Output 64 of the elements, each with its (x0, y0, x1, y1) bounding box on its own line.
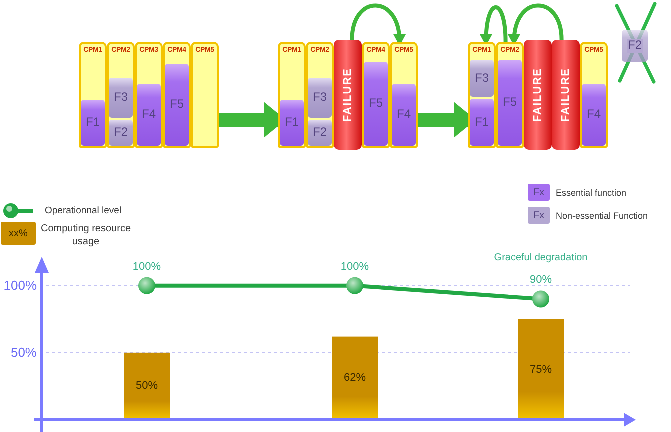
legend-text: Non-essential Function (556, 210, 648, 220)
legend-sample-text: xx% (9, 228, 28, 239)
failure-label: FAILURE (532, 68, 544, 122)
legend-text: Operationnal level (45, 206, 122, 216)
function-label: F3 (114, 91, 128, 105)
function-label: F5 (368, 97, 383, 111)
function-block (470, 60, 494, 97)
module-column (278, 42, 306, 148)
failure-column (552, 40, 580, 150)
function-block (109, 120, 133, 146)
module-column (79, 42, 107, 148)
point-value-label: 90% (530, 274, 552, 286)
function-block (308, 120, 332, 146)
function-block (470, 99, 494, 146)
legend-text: Essential function (556, 188, 627, 198)
module-column (468, 42, 496, 148)
point-value-label: 100% (340, 260, 370, 273)
function-block (582, 84, 606, 146)
legend-sample-text: Fx (533, 210, 545, 221)
function-label: F1 (284, 116, 299, 130)
module-column (496, 42, 524, 148)
tick-label: 50% (10, 344, 37, 361)
function-block (364, 62, 388, 146)
function-block (308, 78, 332, 118)
bar-value-label: 62% (344, 372, 366, 384)
function-block (81, 100, 105, 146)
module-column (191, 42, 219, 148)
function-label: F1 (474, 116, 489, 130)
point-value-label: 100% (132, 260, 162, 273)
module-column (390, 42, 418, 148)
module-column (107, 42, 135, 148)
function-block (137, 84, 161, 146)
module-column (135, 42, 163, 148)
failure-column (524, 40, 552, 150)
annotation-text: Graceful degradation (494, 252, 588, 264)
failure-label: FAILURE (560, 68, 572, 122)
failure-column (334, 40, 362, 150)
module-column (362, 42, 390, 148)
legend-text: Computing resource usage (40, 224, 132, 248)
bar-value-label: 50% (136, 380, 158, 392)
function-block (622, 30, 648, 62)
bar-value-label: 75% (530, 364, 552, 376)
module-column (306, 42, 334, 148)
function-block (392, 84, 416, 146)
function-label: F3 (312, 91, 327, 105)
function-label: F3 (474, 72, 489, 86)
function-label: F2 (626, 39, 643, 53)
function-label: F2 (114, 126, 128, 140)
legend-sample-text: Fx (533, 187, 545, 198)
function-block (165, 64, 189, 146)
module-column (163, 42, 191, 148)
function-label: F1 (86, 116, 100, 130)
function-label: F5 (170, 98, 184, 112)
function-label: F2 (312, 126, 327, 140)
function-label: F4 (586, 108, 601, 122)
failure-label: FAILURE (342, 68, 354, 122)
function-block (109, 78, 133, 118)
function-label: F4 (142, 108, 156, 122)
function-label: F5 (502, 96, 517, 110)
function-block (498, 60, 522, 146)
function-block (280, 100, 304, 146)
module-column (580, 42, 608, 148)
function-label: F4 (396, 108, 411, 122)
tick-label: 100% (4, 278, 37, 294)
